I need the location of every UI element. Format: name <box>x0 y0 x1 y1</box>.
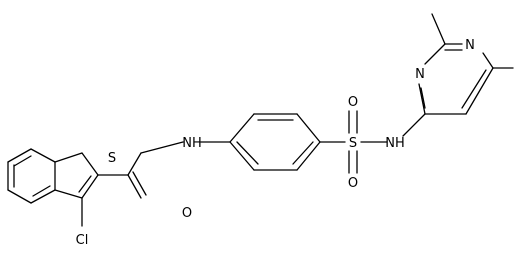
bond <box>140 141 184 154</box>
bond <box>402 113 426 137</box>
bond <box>465 67 494 115</box>
bond <box>236 141 259 165</box>
bond <box>482 52 494 69</box>
bond <box>296 113 321 143</box>
bond <box>418 83 426 115</box>
bond <box>7 148 32 163</box>
atom-label-s: S <box>108 151 116 166</box>
bond <box>54 189 83 199</box>
bond <box>229 113 255 143</box>
atom-label-n: N <box>415 67 425 82</box>
atom-label-cl: Cl <box>76 233 89 248</box>
bond <box>296 141 321 171</box>
bond <box>81 152 99 176</box>
bond <box>13 155 32 167</box>
atom-label-o: O <box>348 176 358 191</box>
atom-label-nh: NH <box>385 136 405 151</box>
bond <box>461 69 487 109</box>
bond <box>30 189 56 204</box>
atom-label-o: O <box>348 95 358 110</box>
atom-labels: S NH S NH N N O O O Cl <box>76 38 475 248</box>
atom-label-s: S <box>349 136 357 151</box>
bond <box>54 152 83 163</box>
bond <box>7 189 32 204</box>
bond <box>431 13 446 45</box>
bond <box>420 87 426 109</box>
bond <box>78 175 92 193</box>
bond <box>424 43 446 65</box>
bond <box>127 174 142 199</box>
bond <box>32 185 51 197</box>
atom-label-nh: NH <box>182 136 202 151</box>
bond <box>81 174 99 199</box>
bond <box>127 152 142 176</box>
bond <box>30 148 56 163</box>
atom-label-o: O <box>182 206 192 221</box>
bond <box>132 171 147 196</box>
atom-label-n: N <box>465 38 475 53</box>
bond <box>229 141 255 171</box>
bond-lines <box>7 13 514 227</box>
bond <box>292 141 314 165</box>
